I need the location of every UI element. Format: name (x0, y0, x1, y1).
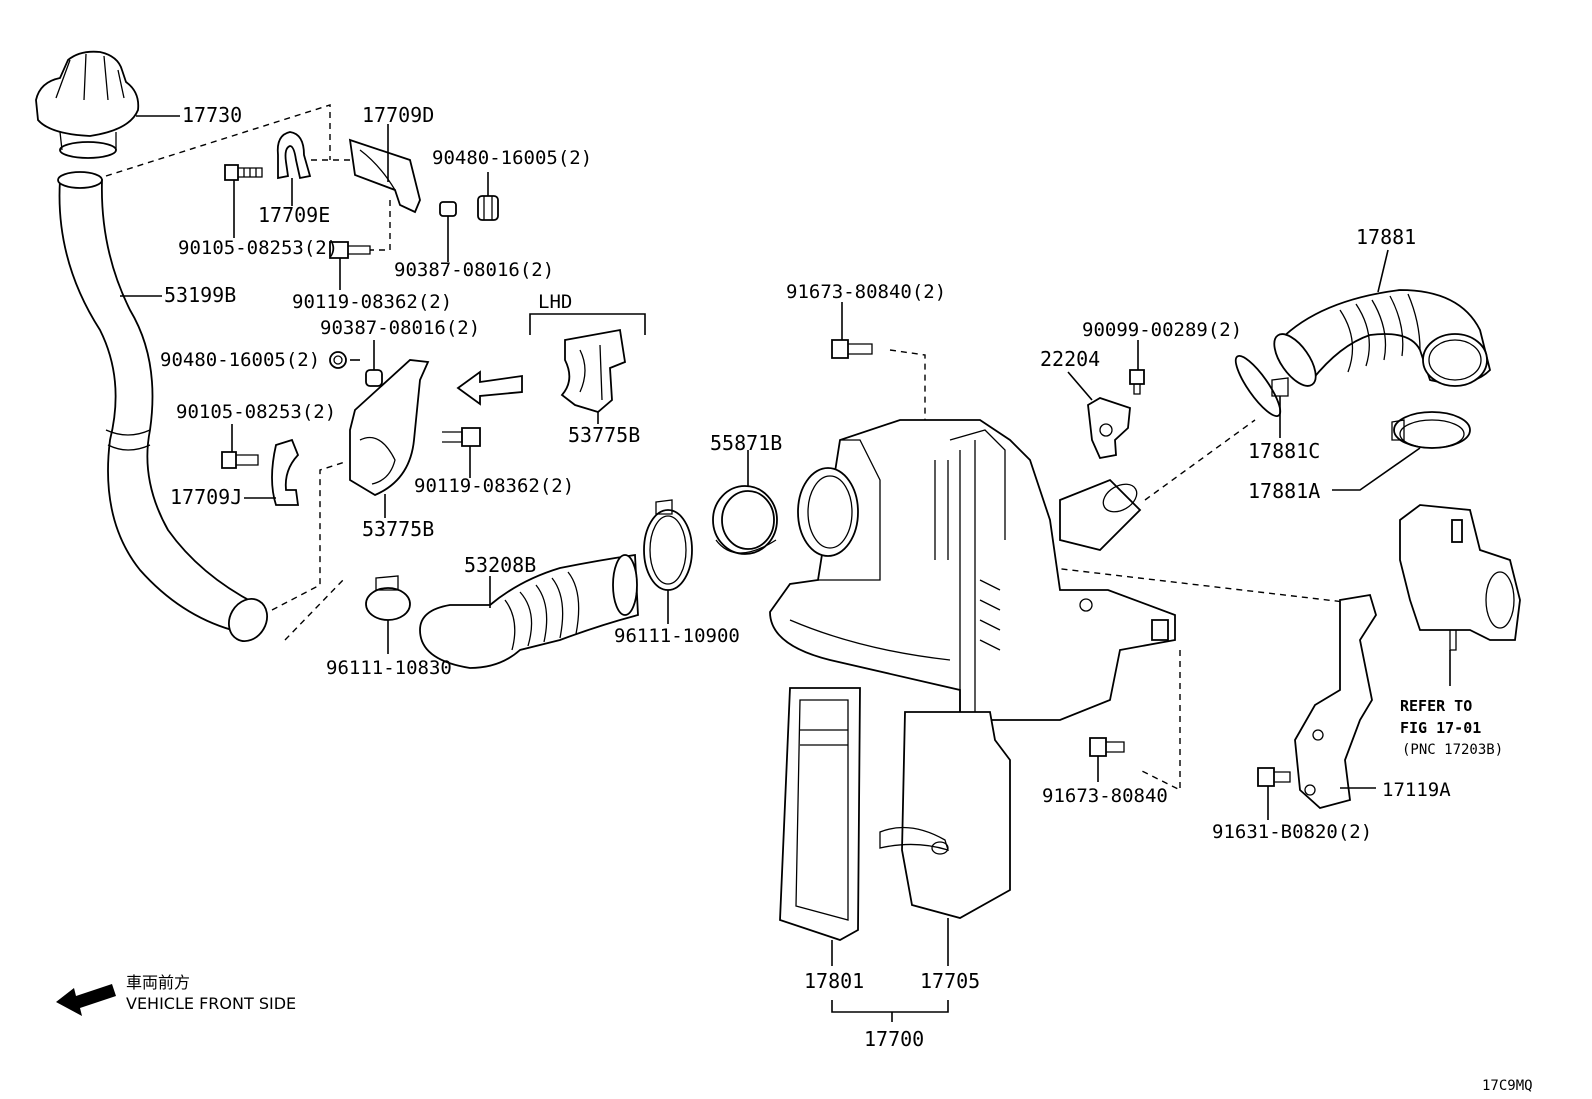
clamp-17881C (1234, 355, 1289, 417)
intake-hose-53208B (419, 553, 639, 669)
label-17709J[interactable]: 17709J (170, 485, 242, 509)
leader-lines (120, 115, 1451, 1022)
bracket-53775B (349, 359, 430, 497)
legend-vehicle-front: VEHICLE FRONT SIDE (126, 994, 296, 1013)
label-17709D[interactable]: 17709D (362, 103, 434, 127)
figure-code: 17C9MQ (1482, 1078, 1533, 1094)
label-17119A[interactable]: 17119A (1382, 779, 1451, 801)
label-17730[interactable]: 17730 (182, 103, 242, 127)
label-lhd: LHD (538, 291, 572, 313)
label-90105-top[interactable]: 90105-08253(2) (178, 237, 338, 259)
clamp-96111-10830 (365, 575, 411, 621)
label-53199B[interactable]: 53199B (164, 283, 236, 307)
bolt-90119-top (329, 241, 371, 259)
clamp-96111-10900 (643, 499, 693, 591)
arrow-left-icon (56, 984, 116, 1016)
clip-17709J (271, 438, 300, 506)
bracket-17119A (1294, 593, 1377, 809)
inlet-hose-53199B (57, 171, 268, 642)
screw-90099 (1129, 369, 1145, 395)
label-17709E[interactable]: 17709E (258, 203, 330, 227)
label-17881[interactable]: 17881 (1356, 225, 1416, 249)
label-53775B[interactable]: 53775B (362, 517, 434, 541)
sleeve-55871B (712, 485, 778, 555)
collar-90387-top (439, 201, 457, 217)
bushing-90480-top (477, 195, 499, 221)
bracket-17709D (348, 138, 421, 214)
bolt-91673-bot (1089, 737, 1125, 757)
label-90099[interactable]: 90099-00289(2) (1082, 319, 1242, 341)
turbo-inlet-refer (1399, 504, 1521, 651)
label-53775B-lhd[interactable]: 53775B (568, 423, 640, 447)
air-cleaner-case-17705 (769, 419, 1176, 721)
sensor-22204 (1087, 397, 1131, 460)
label-17881C[interactable]: 17881C (1248, 439, 1320, 463)
clamp-17881A (1391, 411, 1471, 449)
arrow-left-outline-icon (456, 370, 523, 406)
label-17881A[interactable]: 17881A (1248, 479, 1320, 503)
part-labels: 17730 17709D 90480-16005(2) 17709E 90105… (126, 103, 1533, 1094)
lower-case-17705 (879, 711, 1011, 919)
bolt-91631 (1257, 767, 1291, 787)
refer-line-1[interactable]: REFER TO (1400, 697, 1472, 715)
refer-line-2[interactable]: FIG 17-01 (1400, 719, 1481, 737)
hose-17881 (1273, 289, 1491, 387)
filter-element-17801 (779, 687, 861, 941)
label-90119-top[interactable]: 90119-08362(2) (292, 291, 452, 313)
label-91673-bot[interactable]: 91673-80840 (1042, 785, 1168, 807)
label-17700[interactable]: 17700 (864, 1027, 924, 1051)
bushing-90480-mid (329, 351, 347, 369)
label-53208B[interactable]: 53208B (464, 553, 536, 577)
label-90119-mid[interactable]: 90119-08362(2) (414, 475, 574, 497)
filler-cap-17730 (35, 50, 140, 159)
label-90105-mid[interactable]: 90105-08253(2) (176, 401, 336, 423)
label-91631[interactable]: 91631-B0820(2) (1212, 821, 1372, 843)
label-17801[interactable]: 17801 (804, 969, 864, 993)
label-90480-mid[interactable]: 90480-16005(2) (160, 349, 320, 371)
label-96111-10900[interactable]: 96111-10900 (614, 625, 740, 647)
label-90387-mid[interactable]: 90387-08016(2) (320, 317, 480, 339)
label-90480-top[interactable]: 90480-16005(2) (432, 147, 592, 169)
clip-17709E (276, 131, 312, 180)
label-55871B[interactable]: 55871B (710, 431, 782, 455)
refer-line-3: (PNC 17203B) (1402, 742, 1503, 758)
label-96111-10830[interactable]: 96111-10830 (326, 657, 452, 679)
label-91673-top[interactable]: 91673-80840(2) (786, 281, 946, 303)
bolt-91673-top (831, 339, 873, 359)
label-17705[interactable]: 17705 (920, 969, 980, 993)
label-90387-top[interactable]: 90387-08016(2) (394, 259, 554, 281)
lhd-bracket-53775B (529, 313, 646, 414)
bolt-90119-mid (442, 427, 481, 447)
bolt-90105-top (224, 164, 263, 181)
bolt-90105-mid (221, 451, 259, 469)
legend-japanese: 車両前方 (126, 973, 190, 992)
label-22204[interactable]: 22204 (1040, 347, 1100, 371)
collar-90387-mid (365, 369, 383, 387)
